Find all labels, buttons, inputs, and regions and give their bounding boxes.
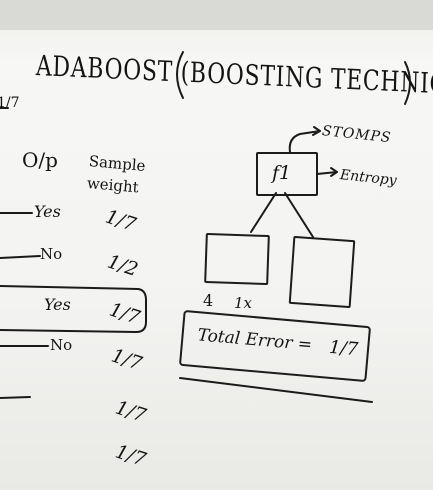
total-error-value: 1/7 [328, 336, 359, 361]
row-2-output: No [40, 245, 63, 263]
stump-node-label: f1 [272, 162, 292, 184]
right-leaf-count: 1x [234, 294, 253, 312]
row-4-output: No [50, 336, 73, 354]
stump-right-leaf [288, 235, 356, 309]
stump-left-leaf [204, 232, 270, 286]
sample-weight-header: Sample weight [86, 152, 147, 197]
margin-fraction: 1/7 [0, 95, 20, 111]
top-strip [0, 0, 433, 30]
row-3-output: Yes [44, 295, 71, 314]
total-error-label: Total Error = [196, 325, 313, 356]
stump-root-node: f1 [256, 152, 318, 196]
row-1-output: Yes [34, 202, 61, 221]
left-leaf-count: 4 [203, 291, 214, 310]
output-header: O/p [22, 148, 58, 172]
